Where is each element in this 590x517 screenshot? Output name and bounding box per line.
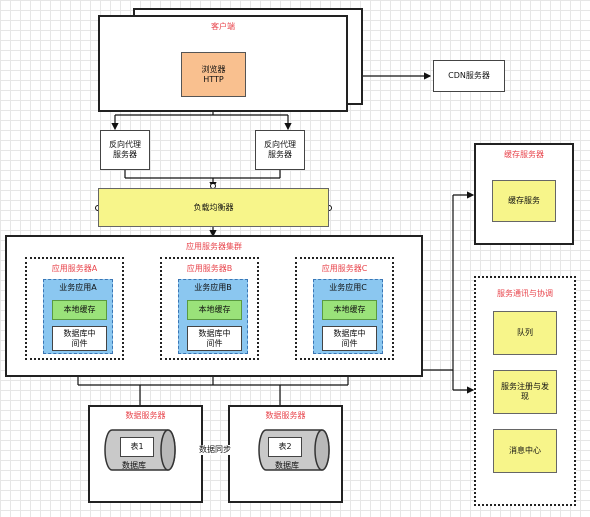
service-registry-sublabel: 现 (521, 392, 529, 401)
business-app-a-label: 业务应用A (59, 283, 97, 292)
queue-label: 队列 (517, 328, 533, 337)
browser-protocol: HTTP (203, 74, 224, 84)
message-center-label: 消息中心 (509, 446, 541, 455)
app-cluster-title: 应用服务器集群 (186, 242, 242, 251)
local-cache-c: 本地缓存 (322, 300, 377, 320)
db-middleware-a: 数据库中 间件 (52, 326, 107, 351)
reverse-proxy-1-label: 反向代理 (109, 140, 141, 149)
app-server-a-title: 应用服务器A (51, 264, 98, 273)
db-middleware-b-sublabel: 间件 (206, 338, 223, 348)
browser-box: 浏览器 HTTP (181, 52, 246, 97)
business-app-c-label: 业务应用C (329, 283, 367, 292)
db-middleware-c: 数据库中 间件 (322, 326, 377, 351)
reverse-proxy-1: 反向代理 服务器 (100, 130, 150, 170)
cache-server-title: 缓存服务器 (504, 150, 544, 159)
reverse-proxy-2: 反向代理 服务器 (255, 130, 305, 170)
table-1-box: 表1 (120, 437, 154, 457)
message-center-box: 消息中心 (493, 429, 557, 473)
local-cache-b-label: 本地缓存 (198, 305, 231, 314)
local-cache-a-label: 本地缓存 (63, 305, 96, 314)
cdn-label: CDN服务器 (448, 71, 490, 80)
table-1-label: 表1 (130, 442, 144, 451)
data-sync-label: 数据同步 (190, 445, 240, 455)
database-2-label: 数据库 (275, 461, 299, 470)
business-app-b-label: 业务应用B (194, 283, 232, 292)
queue-box: 队列 (493, 311, 557, 355)
browser-label: 浏览器 (201, 64, 226, 74)
db-middleware-a-sublabel: 间件 (71, 338, 88, 348)
load-balancer-box: 负载均衡器 (98, 188, 329, 227)
db-middleware-a-label: 数据库中 (63, 328, 96, 338)
service-registry-box: 服务注册与发 现 (493, 370, 557, 414)
cache-service-box: 缓存服务 (492, 180, 556, 222)
data-server-1-title: 数据服务器 (125, 411, 166, 420)
db-middleware-b-label: 数据库中 (198, 328, 231, 338)
service-comm-title: 服务通讯与协调 (497, 289, 553, 298)
reverse-proxy-2-label: 反向代理 (264, 140, 296, 149)
table-2-box: 表2 (268, 437, 302, 457)
cache-service-label: 缓存服务 (508, 196, 540, 205)
data-server-2-title: 数据服务器 (265, 411, 306, 420)
reverse-proxy-2-sublabel: 服务器 (268, 150, 292, 159)
database-1-label: 数据库 (122, 461, 146, 470)
local-cache-c-label: 本地缓存 (333, 305, 366, 314)
app-server-b-title: 应用服务器B (186, 264, 233, 273)
local-cache-a: 本地缓存 (52, 300, 107, 320)
client-title: 客户端 (211, 22, 235, 31)
reverse-proxy-1-sublabel: 服务器 (113, 150, 137, 159)
db-middleware-b: 数据库中 间件 (187, 326, 242, 351)
table-2-label: 表2 (278, 442, 292, 451)
local-cache-b: 本地缓存 (187, 300, 242, 320)
service-registry-label: 服务注册与发 (501, 382, 549, 391)
db-middleware-c-label: 数据库中 (333, 328, 366, 338)
db-middleware-c-sublabel: 间件 (341, 338, 358, 348)
app-server-c-title: 应用服务器C (321, 264, 368, 273)
cdn-server-box: CDN服务器 (433, 60, 505, 92)
load-balancer-label: 负载均衡器 (193, 202, 234, 212)
